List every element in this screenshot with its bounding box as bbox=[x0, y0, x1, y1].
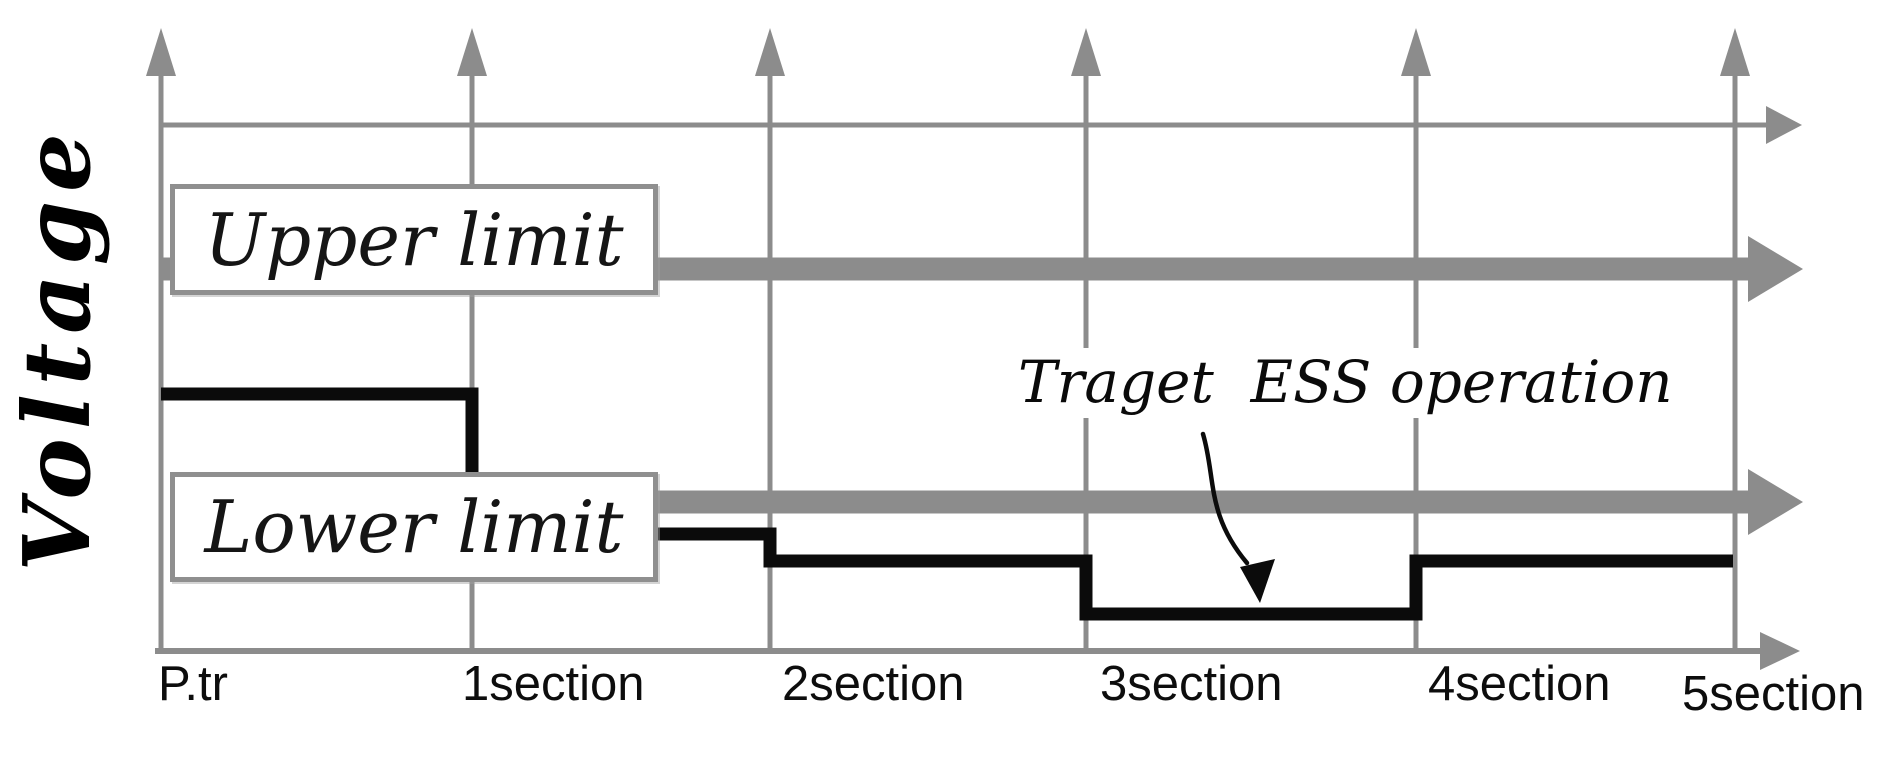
gridline-up-arrow-icon bbox=[1720, 28, 1750, 76]
gridline-up-arrow-icon bbox=[1071, 28, 1101, 76]
annotation-curve-arrow bbox=[1200, 431, 1250, 566]
x-axis-label: 2section bbox=[782, 657, 965, 711]
annotation-arrowhead-icon bbox=[1240, 559, 1275, 603]
top-line-right-arrow-icon bbox=[1766, 106, 1802, 144]
annotation-text: Traget ESS operation bbox=[1012, 348, 1679, 418]
upper-limit-label-box: Upper limit bbox=[170, 184, 658, 295]
x-axis-right-arrow-icon bbox=[1760, 632, 1800, 670]
gridline-up-arrow-icon bbox=[146, 28, 176, 76]
gridline-up-arrow-icon bbox=[755, 28, 785, 76]
x-axis-label: 3section bbox=[1100, 657, 1283, 711]
x-axis-label: 5section bbox=[1682, 667, 1865, 721]
gridline-up-arrow-icon bbox=[1401, 28, 1431, 76]
x-axis-label: 1section bbox=[462, 657, 645, 711]
upper-limit-bar-arrow-icon bbox=[1748, 236, 1803, 302]
lower-limit-label: Lower limit bbox=[204, 485, 624, 569]
lower-limit-bar-arrow-icon bbox=[1748, 469, 1803, 535]
upper-limit-label: Upper limit bbox=[204, 197, 624, 282]
y-axis-title: Voltage bbox=[3, 124, 111, 572]
lower-limit-label-box: Lower limit bbox=[170, 472, 658, 582]
gridline-up-arrow-icon bbox=[457, 28, 487, 76]
voltage-profile-line bbox=[161, 387, 1733, 621]
x-axis-label: 4section bbox=[1428, 657, 1611, 711]
x-axis-label: P.tr bbox=[158, 657, 228, 711]
